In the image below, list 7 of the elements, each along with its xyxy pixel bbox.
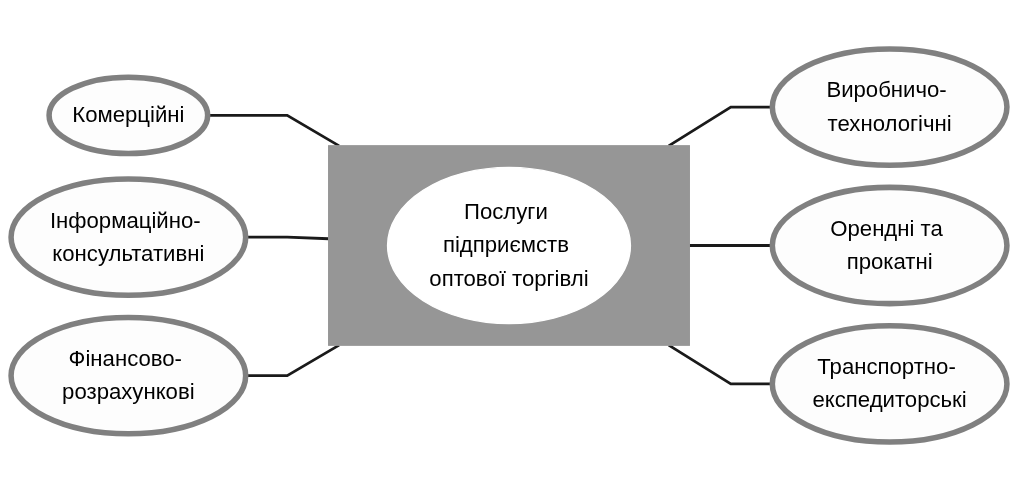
oval-node: Транспортно- експедиторські	[769, 323, 1010, 445]
oval-node: Комерційні	[46, 74, 211, 157]
oval-node: Інформаційно- консультативні	[8, 176, 249, 299]
oval-node: Виробничо- технологічні	[769, 46, 1010, 168]
central-oval: Послуги підприємств оптової торгівлі	[386, 166, 632, 325]
oval-node: Фінансово- розрахункові	[8, 314, 249, 437]
oval-node: Орендні та прокатні	[769, 184, 1010, 307]
